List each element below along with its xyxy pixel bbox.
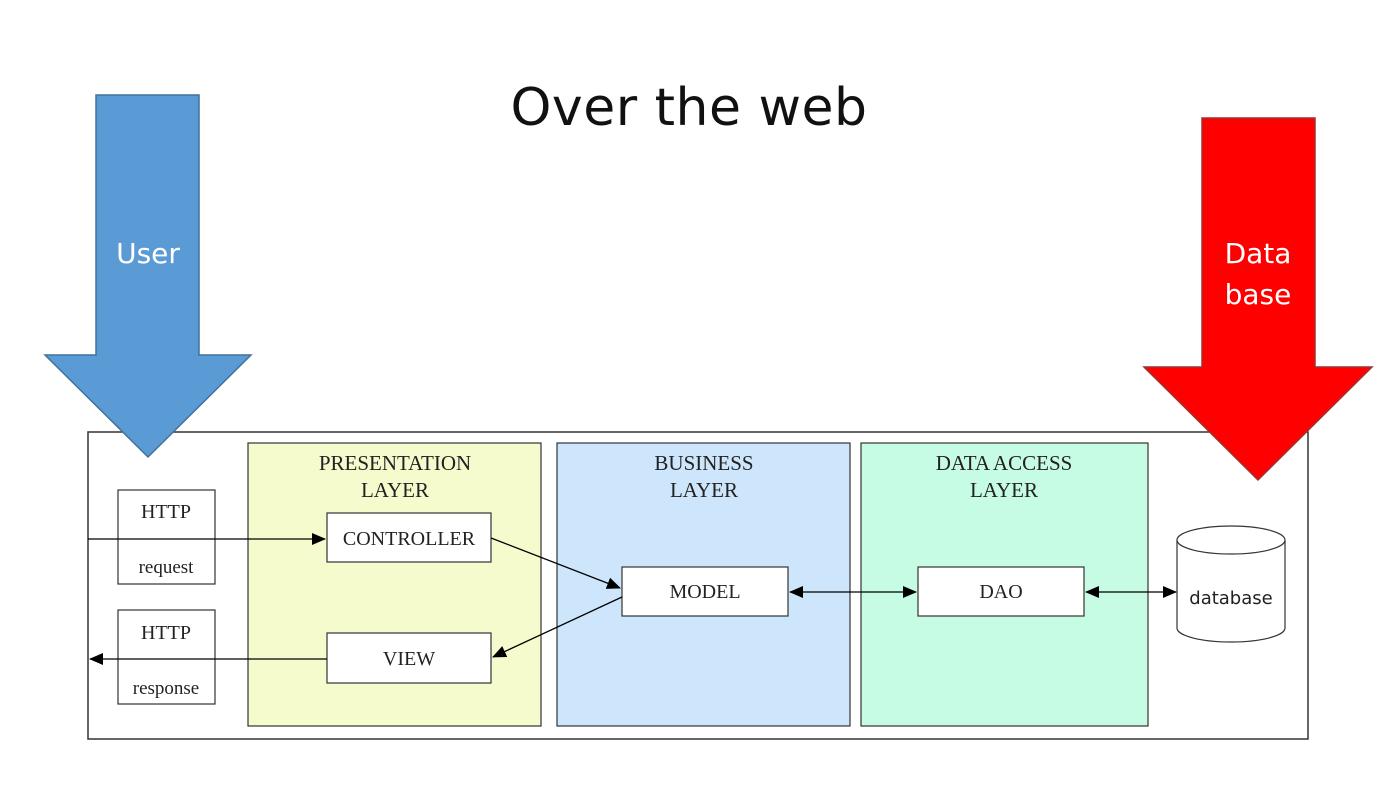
controller-to-model-arrow: [490, 537, 621, 589]
dao-label: DAO: [979, 581, 1022, 603]
database-cylinder: [1176, 525, 1286, 643]
user-arrow-shape: [43, 94, 253, 459]
business-layer-title-line1: BUSINESS: [654, 451, 753, 475]
http-response-box: [117, 609, 216, 705]
controller-label: CONTROLLER: [343, 528, 476, 550]
slide-title: Over the web: [510, 78, 868, 138]
user-arrow-label: User: [116, 237, 180, 270]
view-label: VIEW: [383, 648, 435, 670]
http-response-label-line2: response: [133, 678, 199, 699]
database-arrow-label-line2: base: [1225, 278, 1292, 311]
model-to-view-arrow: [492, 596, 623, 658]
database-arrow-label-line1: Data: [1225, 237, 1292, 270]
http-request-box: [117, 489, 216, 585]
http-request-label-line1: HTTP: [141, 501, 191, 523]
model-label: MODEL: [669, 581, 740, 603]
database-arrow-shape: [1142, 117, 1374, 482]
presentation-layer-title-line2: LAYER: [361, 478, 429, 502]
presentation-layer-title-line1: PRESENTATION: [319, 451, 471, 475]
dao-box: [917, 566, 1085, 617]
business-layer-title-line2: LAYER: [670, 478, 738, 502]
http-request-label-line2: request: [139, 557, 195, 578]
data-access-layer-title-line1: DATA ACCESS: [936, 451, 1073, 475]
data-access-layer-title-line2: LAYER: [970, 478, 1038, 502]
view-box: [326, 632, 492, 684]
http-response-label-line1: HTTP: [141, 622, 191, 644]
model-box: [621, 566, 789, 617]
controller-box: [326, 512, 492, 563]
database-label: database: [1189, 588, 1272, 609]
